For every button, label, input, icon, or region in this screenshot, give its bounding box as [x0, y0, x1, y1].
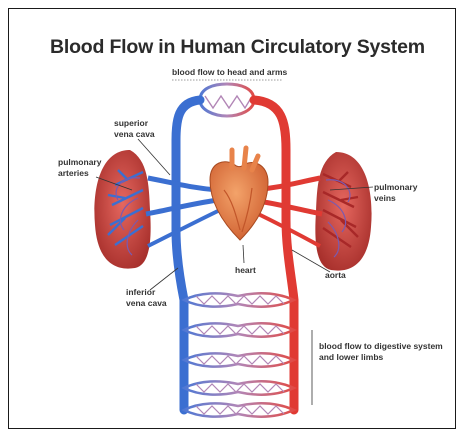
capillary-bed-2 [184, 323, 294, 336]
heart-organ [210, 148, 268, 240]
capillary-bed-3 [184, 353, 294, 366]
lower-capillary-beds [184, 293, 294, 416]
label-superior-vena-cava-line1: superior [114, 118, 148, 129]
label-aorta: aorta [325, 270, 346, 281]
label-digestive-limbs-line1: blood flow to digestive system [319, 341, 443, 352]
capillary-bed-5 [184, 403, 294, 416]
label-pulmonary-arteries-line1: pulmonary [58, 157, 101, 168]
label-head-arms: blood flow to head and arms [172, 67, 287, 78]
label-heart: heart [235, 265, 256, 276]
capillary-bed-1 [184, 293, 294, 306]
label-pulmonary-veins-line1: pulmonary [374, 182, 417, 193]
label-digestive-limbs-line2: and lower limbs [319, 352, 383, 363]
label-pulmonary-veins-line2: veins [374, 193, 396, 204]
left-lung [94, 150, 150, 269]
label-superior-vena-cava-line2: vena cava [114, 129, 155, 140]
pulmonary-artery-branches [146, 178, 220, 246]
label-pulmonary-arteries-line2: arteries [58, 168, 89, 179]
label-inferior-vena-cava-line2: vena cava [126, 298, 167, 309]
capillary-bed-4 [184, 381, 294, 394]
label-inferior-vena-cava-line1: inferior [126, 287, 155, 298]
right-lung [315, 152, 371, 271]
head-arms-capillaries [200, 84, 254, 116]
